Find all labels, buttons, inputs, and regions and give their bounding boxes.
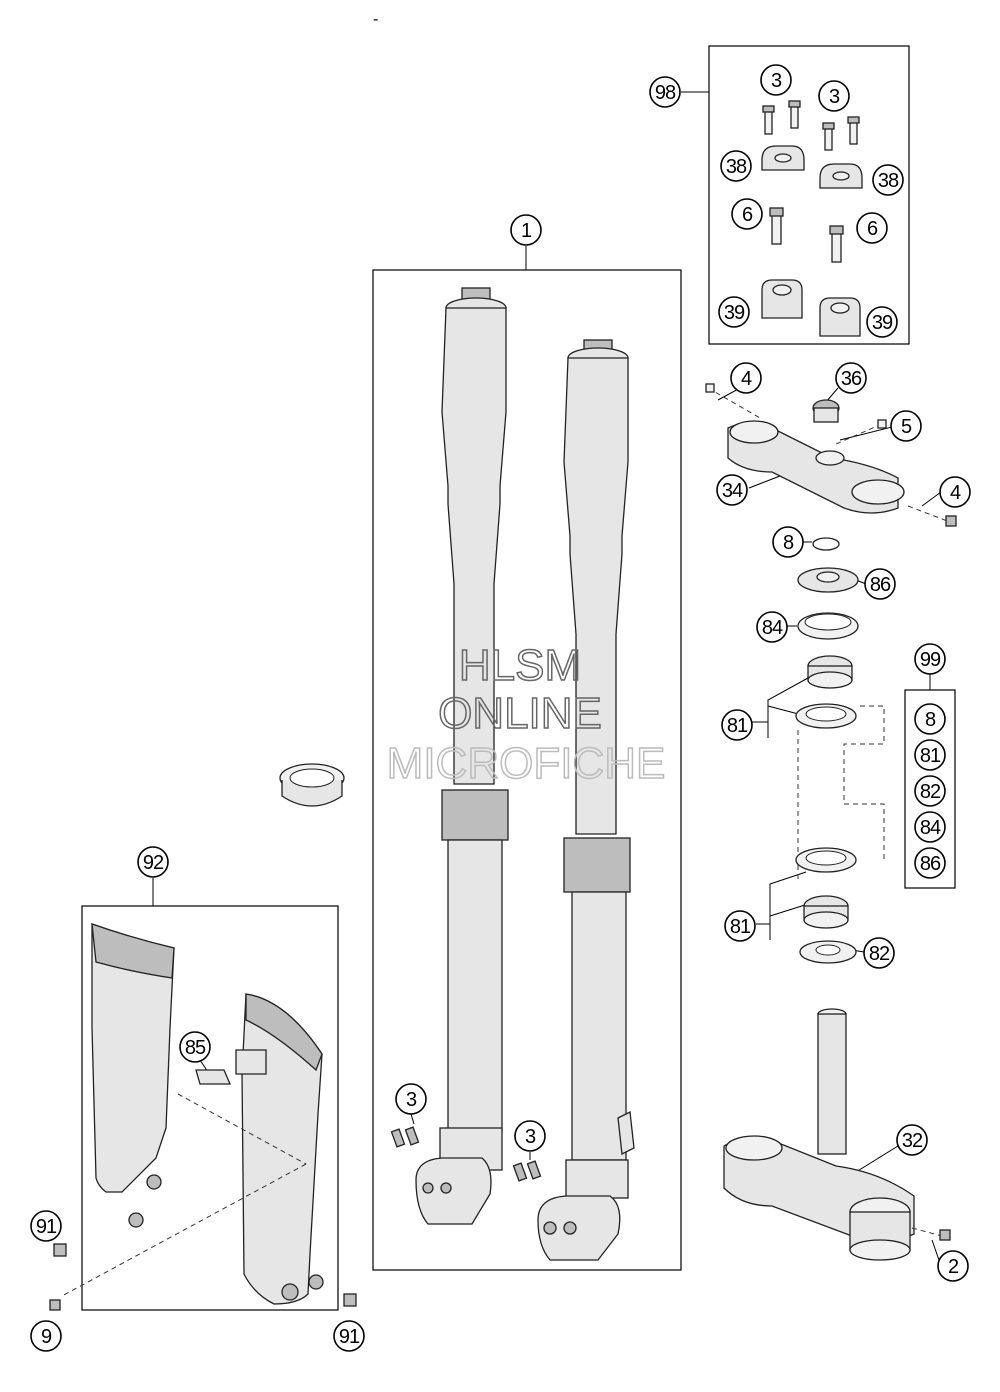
svg-text:5: 5 — [901, 416, 912, 438]
callout-4: 4 — [730, 362, 762, 394]
kit-98-parts — [761, 100, 863, 337]
svg-text:86: 86 — [920, 853, 941, 875]
fork-guards — [49, 923, 357, 1311]
svg-text:92: 92 — [143, 852, 164, 874]
callout-6: 6 — [731, 198, 763, 230]
svg-text:8: 8 — [925, 709, 936, 731]
callout-32: 32 — [896, 1124, 928, 1156]
callout-9: 9 — [30, 1320, 62, 1352]
svg-text:84: 84 — [762, 617, 783, 639]
svg-text:36: 36 — [841, 368, 862, 390]
svg-text:91: 91 — [36, 1216, 57, 1238]
callout-5: 5 — [890, 410, 922, 442]
callout-91: 91 — [30, 1210, 62, 1242]
svg-text:82: 82 — [869, 943, 890, 965]
callout-8: 8 — [772, 526, 804, 558]
svg-text:1: 1 — [521, 220, 532, 242]
callout-34: 34 — [716, 474, 748, 506]
callout-99: 99 — [914, 643, 946, 675]
svg-text:3: 3 — [771, 70, 782, 92]
callout-82: 82 — [863, 937, 895, 969]
callout-4: 4 — [939, 476, 971, 508]
steering-bearing-stack — [795, 537, 885, 964]
svg-text:81: 81 — [730, 916, 751, 938]
svg-text:38: 38 — [726, 156, 747, 178]
svg-text:38: 38 — [878, 170, 899, 192]
svg-text:85: 85 — [185, 1037, 206, 1059]
callout-81: 81 — [721, 709, 753, 741]
kit-99-item-86: 86 — [914, 847, 946, 879]
callout-3: 3 — [760, 64, 792, 96]
svg-text:32: 32 — [902, 1130, 923, 1152]
kit-99-item-82: 82 — [914, 775, 946, 807]
callout-36: 36 — [835, 362, 867, 394]
svg-text:39: 39 — [872, 312, 893, 334]
callout-85: 85 — [179, 1031, 211, 1063]
axle-clamp-bolts — [390, 1126, 542, 1182]
svg-text:3: 3 — [406, 1089, 417, 1111]
callout-38: 38 — [872, 164, 904, 196]
svg-text:8: 8 — [783, 532, 794, 554]
svg-text:9: 9 — [41, 1326, 52, 1348]
callout-3: 3 — [514, 1120, 546, 1152]
kit-99-item-8: 8 — [914, 703, 946, 735]
spacer-ring — [279, 763, 345, 807]
svg-text:81: 81 — [920, 745, 941, 767]
svg-text:81: 81 — [727, 715, 748, 737]
callout-86: 86 — [864, 568, 896, 600]
callout-39: 39 — [866, 306, 898, 338]
svg-text:91: 91 — [339, 1326, 360, 1348]
svg-text:39: 39 — [724, 302, 745, 324]
watermark-line2: ONLINE — [438, 689, 602, 738]
svg-text:82: 82 — [920, 781, 941, 803]
svg-text:4: 4 — [741, 368, 752, 390]
callout-38: 38 — [720, 150, 752, 182]
svg-text:4: 4 — [950, 482, 961, 504]
callout-3: 3 — [395, 1083, 427, 1115]
watermark-line3: MICROFICHE — [387, 739, 666, 788]
kit-box-92 — [81, 905, 339, 1311]
callout-1: 1 — [510, 214, 542, 246]
svg-text:6: 6 — [867, 218, 878, 240]
fork-leg-right — [537, 339, 635, 1261]
kit-box-98 — [708, 45, 910, 345]
svg-text:98: 98 — [655, 82, 676, 104]
svg-text:84: 84 — [920, 817, 941, 839]
callout-3: 3 — [818, 80, 850, 112]
upper-triple-clamp — [705, 383, 957, 527]
callout-92: 92 — [137, 846, 169, 878]
svg-text:3: 3 — [525, 1126, 536, 1148]
kit-99-item-84: 84 — [914, 811, 946, 843]
callout-98: 98 — [649, 76, 681, 108]
callout-81: 81 — [724, 910, 756, 942]
lower-triple-clamp — [723, 1008, 951, 1261]
callout-6: 6 — [856, 212, 888, 244]
svg-text:6: 6 — [742, 204, 753, 226]
fork-assembly-box — [372, 269, 682, 1271]
callout-84: 84 — [756, 611, 788, 643]
svg-text:2: 2 — [948, 1256, 959, 1278]
watermark-line1: HLSM — [459, 641, 581, 690]
svg-text:99: 99 — [920, 649, 941, 671]
kit-99-item-81: 81 — [914, 739, 946, 771]
callout-39: 39 — [718, 296, 750, 328]
svg-text:3: 3 — [829, 86, 840, 108]
fork-leg-left — [415, 287, 509, 1225]
callout-2: 2 — [937, 1250, 969, 1282]
svg-text:34: 34 — [722, 480, 743, 502]
callout-91: 91 — [333, 1320, 365, 1352]
svg-text:86: 86 — [870, 574, 891, 596]
stray-mark: - — [373, 11, 378, 28]
